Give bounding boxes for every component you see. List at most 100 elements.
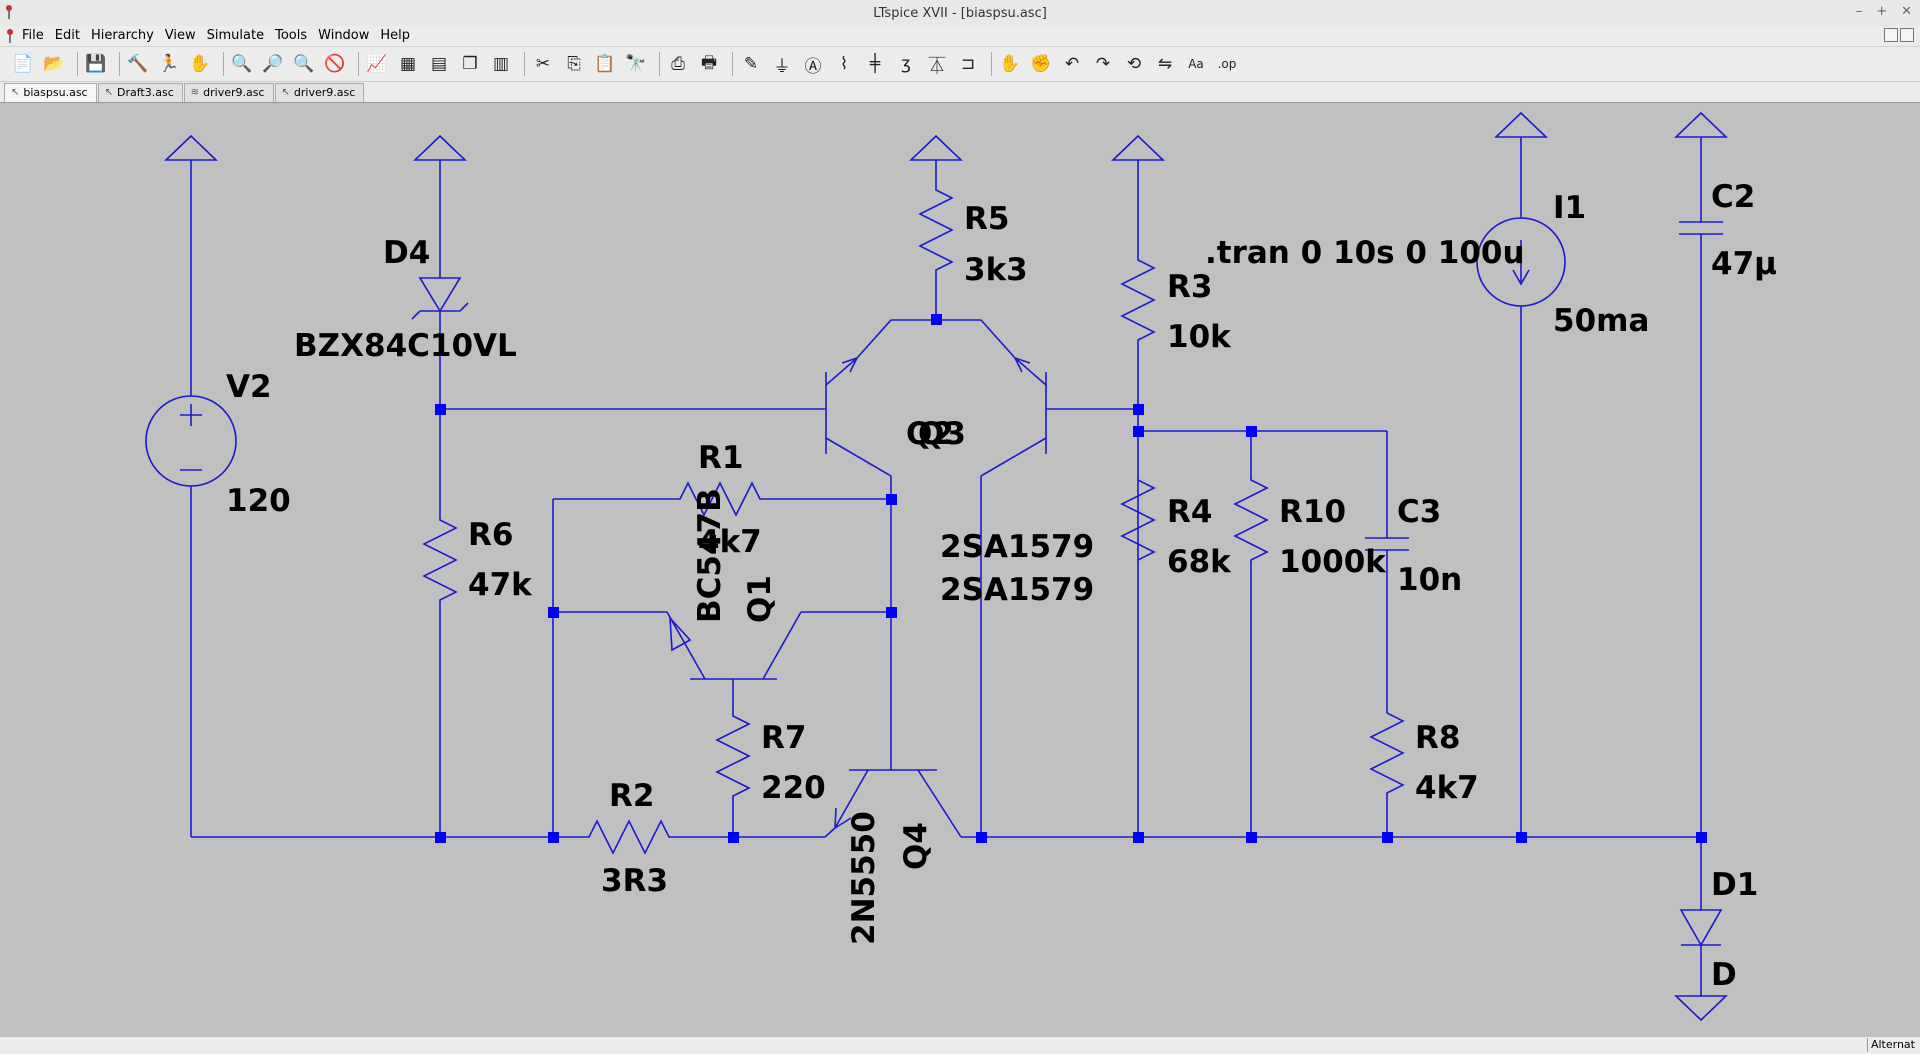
spice-directive-button[interactable]: .op (1214, 51, 1240, 77)
tab-biaspsu[interactable]: ↖ biaspsu.asc (4, 83, 97, 102)
undo-icon: ↶ (1064, 54, 1080, 74)
schematic-drawing[interactable]: V2 120 D4 BZX84C10VL R6 47k R1 4k7 BC547… (0, 103, 1920, 1036)
diode-button[interactable]: ⏄ (924, 51, 950, 77)
tile-vertical-button[interactable]: ▥ (488, 51, 514, 77)
tile-vertical-icon: ▥ (492, 54, 510, 74)
menu-edit[interactable]: Edit (54, 28, 80, 43)
c2-label: C2 (1711, 179, 1755, 215)
maximize-button[interactable]: + (1876, 4, 1888, 19)
rotate-icon: ⟲ (1126, 54, 1142, 74)
menu-window[interactable]: Window (318, 28, 370, 43)
menu-help[interactable]: Help (380, 28, 411, 43)
inductor-button[interactable]: ʒ (893, 51, 919, 77)
rotate-button[interactable]: ⟲ (1121, 51, 1147, 77)
redo-button[interactable]: ↷ (1090, 51, 1116, 77)
menu-hierarchy[interactable]: Hierarchy (90, 28, 154, 43)
toolbar-separator (659, 52, 660, 76)
junction-dot (728, 832, 739, 843)
cascade-button[interactable]: ❐ (457, 51, 483, 77)
toolbar-separator (358, 52, 359, 76)
r4-label: R4 (1167, 494, 1212, 530)
app-icon (6, 5, 12, 19)
cascade-icon: ❐ (462, 54, 478, 74)
toolbar: 📄📂💾🔨🏃✋🔍🔎🔍🚫📈▦▤❐▥✂⎘📋🔭⎙🖶✎⏚Ⓐ⌇╪ʒ⏄⊐✋✊↶↷⟲⇋Aa.op (0, 47, 1920, 82)
new-schematic-button[interactable]: 📄 (10, 51, 36, 77)
q4-model: 2N5550 (846, 811, 882, 945)
label-net-button[interactable]: Ⓐ (800, 51, 826, 77)
ground-button[interactable]: ⏚ (769, 51, 795, 77)
move-button[interactable]: ✋ (997, 51, 1023, 77)
capacitor-button[interactable]: ╪ (862, 51, 888, 77)
control-panel-icon: 🔨 (127, 54, 149, 74)
junction-dot (931, 314, 942, 325)
tile-horizontal-button[interactable]: ▤ (426, 51, 452, 77)
tab-driver9[interactable]: ↖ driver9.asc (274, 83, 365, 102)
r4-value: 68k (1167, 544, 1232, 580)
print-button[interactable]: 🖶 (696, 51, 722, 77)
junction-dot (976, 832, 987, 843)
r7-value: 220 (761, 770, 826, 806)
tab-driver9-waveform[interactable]: ≋ driver9.asc (183, 83, 274, 102)
toolbar-separator (991, 52, 992, 76)
spice-directive[interactable]: .tran 0 10s 0 100u (1205, 235, 1525, 271)
paste-button[interactable]: 📋 (592, 51, 618, 77)
status-mode: Alternat (1866, 1038, 1918, 1052)
open-button[interactable]: 📂 (41, 51, 67, 77)
mdi-restore-button[interactable] (1884, 28, 1898, 42)
mdi-close-button[interactable] (1900, 28, 1914, 42)
c2-value: 47µ (1711, 246, 1777, 282)
c3-value: 10n (1397, 562, 1462, 598)
junction-dot (1133, 426, 1144, 437)
zoom-cancel-button[interactable]: 🚫 (322, 51, 348, 77)
tab-draft3[interactable]: ↖ Draft3.asc (97, 83, 183, 102)
waveform-button[interactable]: 📈 (364, 51, 390, 77)
minimize-button[interactable]: – (1855, 4, 1863, 19)
title-bar: LTspice XVII - [biaspsu.asc] – + ✕ (0, 0, 1920, 27)
component-button[interactable]: ⊐ (955, 51, 981, 77)
d4-label: D4 (383, 235, 430, 271)
draw-wire-button[interactable]: ✎ (738, 51, 764, 77)
junction-dot (548, 607, 559, 618)
r7-label: R7 (761, 720, 806, 756)
save-button[interactable]: 💾 (83, 51, 109, 77)
zoom-out-button[interactable]: 🔍 (291, 51, 317, 77)
r7-resistor (715, 700, 751, 837)
close-button[interactable]: ✕ (1901, 4, 1912, 19)
menu-simulate[interactable]: Simulate (206, 28, 265, 43)
v2-value: 120 (226, 483, 291, 519)
d1-value: D (1711, 957, 1737, 993)
schematic-canvas[interactable]: V2 120 D4 BZX84C10VL R6 47k R1 4k7 BC547… (0, 103, 1920, 1036)
mirror-button[interactable]: ⇋ (1152, 51, 1178, 77)
r3-label: R3 (1167, 269, 1212, 305)
v2-label: V2 (226, 369, 272, 405)
print-setup-button[interactable]: ⎙ (665, 51, 691, 77)
find-button[interactable]: 🔭 (623, 51, 649, 77)
diode-icon: ⏄ (928, 56, 946, 77)
undo-button[interactable]: ↶ (1059, 51, 1085, 77)
print-icon: 🖶 (700, 52, 718, 73)
menu-file[interactable]: File (22, 28, 44, 43)
text-button[interactable]: Aa (1183, 51, 1209, 77)
cut-button[interactable]: ✂ (530, 51, 556, 77)
d4-value: BZX84C10VL (294, 328, 517, 364)
drag-icon: ✊ (1030, 54, 1052, 74)
junction-dot (1133, 832, 1144, 843)
menu-view[interactable]: View (164, 28, 196, 43)
document-tabs: ↖ biaspsu.asc ↖ Draft3.asc ≋ driver9.asc… (0, 82, 1920, 103)
control-panel-button[interactable]: 🔨 (125, 51, 151, 77)
r2-resistor (553, 819, 733, 855)
schematic-icon: ↖ (281, 87, 290, 98)
run-button[interactable]: 🏃 (156, 51, 182, 77)
menu-tools[interactable]: Tools (275, 28, 308, 43)
i1-value: 50ma (1553, 303, 1649, 339)
zoom-full-button[interactable]: 🔎 (260, 51, 286, 77)
r5-resistor (918, 160, 954, 320)
grid-button[interactable]: ▦ (395, 51, 421, 77)
copy-icon: ⎘ (567, 54, 581, 74)
open-icon: 📂 (43, 54, 65, 74)
halt-button[interactable]: ✋ (187, 51, 213, 77)
copy-button[interactable]: ⎘ (561, 51, 587, 77)
drag-button[interactable]: ✊ (1028, 51, 1054, 77)
resistor-button[interactable]: ⌇ (831, 51, 857, 77)
zoom-in-button[interactable]: 🔍 (229, 51, 255, 77)
